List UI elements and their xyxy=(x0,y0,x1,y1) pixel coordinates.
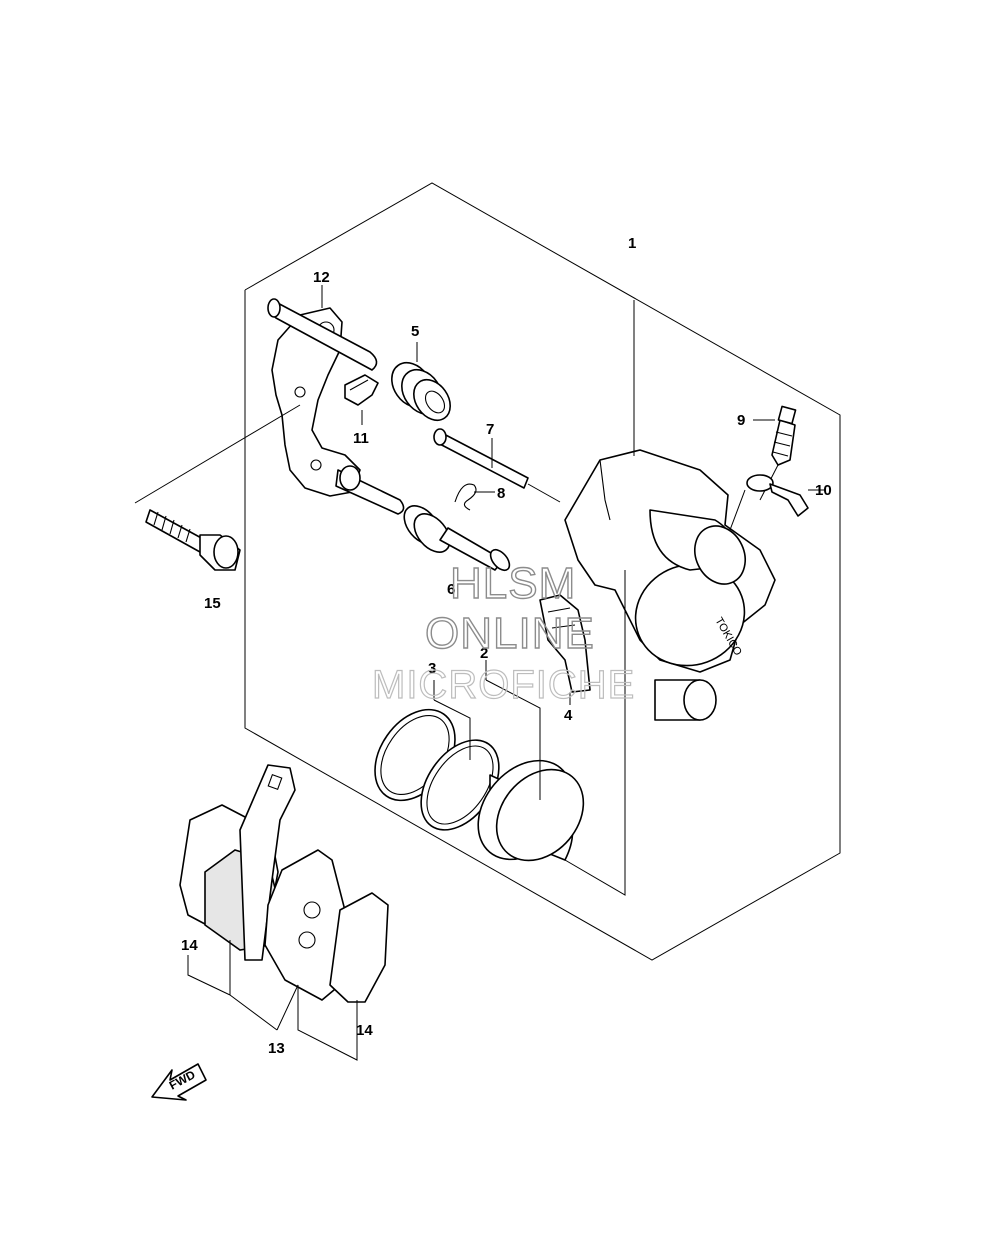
bleeder-cap xyxy=(729,474,809,531)
lower-boot xyxy=(403,505,511,572)
callout-7: 7 xyxy=(486,421,494,438)
callout-10: 10 xyxy=(815,482,832,499)
callout-8: 8 xyxy=(497,485,505,502)
leader-lines xyxy=(187,285,825,1061)
caliper-pin xyxy=(433,428,561,503)
callout-12: 12 xyxy=(313,269,330,286)
callout-3: 3 xyxy=(428,660,436,677)
forward-direction-arrow: FWD xyxy=(151,1063,207,1101)
watermark-line-1: HLSM xyxy=(450,559,576,608)
callout-9: 9 xyxy=(737,412,745,429)
callout-4: 4 xyxy=(564,707,573,724)
pad-spring xyxy=(539,594,591,693)
r-clip xyxy=(454,483,477,511)
callout-14-right: 14 xyxy=(356,1022,373,1039)
caliper-piston xyxy=(477,759,585,862)
bleeder-valve xyxy=(759,405,797,501)
callout-6: 6 xyxy=(447,581,455,598)
callout-13: 13 xyxy=(268,1040,285,1057)
brake-pad-set xyxy=(179,764,389,1003)
callout-1: 1 xyxy=(628,235,636,252)
assembly-frame xyxy=(244,182,841,961)
mounting-bolt xyxy=(134,404,301,571)
callout-11: 11 xyxy=(353,430,369,447)
caliper-body: TOKICO xyxy=(564,449,776,721)
slide-boot xyxy=(391,361,451,422)
callout-2: 2 xyxy=(480,645,488,662)
watermark-line-2: ONLINE xyxy=(425,609,595,658)
caliper-bracket xyxy=(267,298,405,515)
callout-numbers: 1 2 3 4 5 6 7 8 9 10 11 12 13 14 14 15 xyxy=(181,235,832,1057)
callout-5: 5 xyxy=(411,323,419,340)
pad-spring-clip xyxy=(344,374,379,406)
watermark: HLSM ONLINE MICROFICHE xyxy=(371,558,635,707)
watermark-line-3: MICROFICHE xyxy=(372,663,635,707)
callout-15: 15 xyxy=(204,595,221,612)
callout-14-left: 14 xyxy=(181,937,198,954)
